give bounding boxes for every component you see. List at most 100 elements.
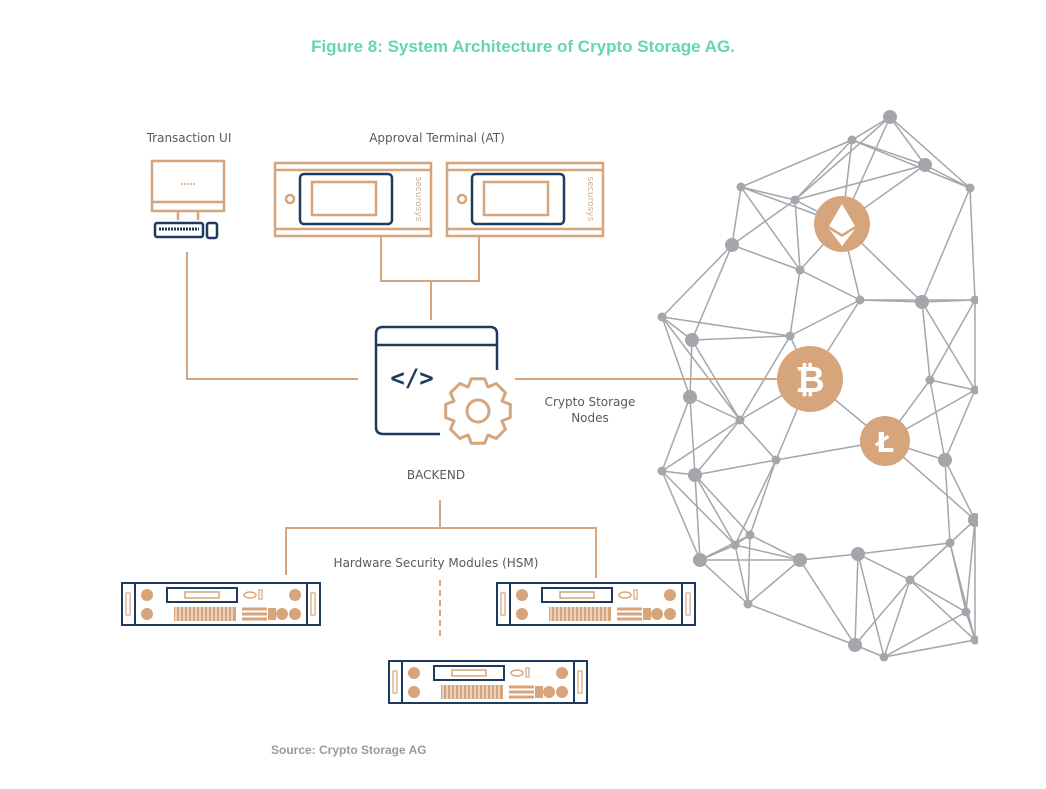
network-node — [657, 312, 667, 322]
network-link — [661, 396, 691, 472]
network-link — [929, 379, 946, 461]
network-node — [693, 553, 707, 567]
network-node — [688, 468, 702, 482]
network-link — [799, 559, 856, 646]
hsm-server-icon — [496, 582, 696, 626]
network-link — [929, 379, 976, 391]
terminal-brand: securosys — [413, 177, 423, 222]
network-node — [736, 182, 746, 192]
network-node — [961, 607, 971, 617]
network-link — [851, 139, 971, 189]
network-link — [857, 553, 911, 581]
source-note: Source: Crypto Storage AG — [271, 743, 427, 757]
network-link — [794, 199, 801, 271]
network-link — [747, 603, 856, 646]
network-node — [883, 110, 897, 124]
network-link — [740, 186, 801, 271]
network-link — [694, 419, 741, 476]
network-link — [747, 534, 751, 605]
network-link — [789, 299, 861, 337]
network-node — [793, 553, 807, 567]
network-node — [847, 135, 857, 145]
network-link — [731, 199, 796, 246]
network-link — [889, 116, 971, 189]
network-link — [857, 553, 885, 658]
network-link — [794, 116, 891, 201]
network-link — [789, 269, 801, 337]
approval-terminal-label: Approval Terminal (AT) — [369, 131, 505, 145]
network-node — [905, 575, 915, 585]
network-link — [731, 244, 801, 271]
network-link — [694, 474, 751, 536]
network-link — [889, 116, 926, 166]
network-link — [949, 542, 976, 641]
figure-title: Figure 8: System Architecture of Crypto … — [311, 37, 735, 56]
network-link — [747, 559, 801, 605]
network-link — [734, 544, 801, 561]
network-link — [794, 139, 853, 201]
network-node — [683, 390, 697, 404]
network-node — [685, 333, 699, 347]
network-node — [970, 635, 978, 645]
litecoin-icon: Ł — [860, 416, 910, 466]
bitcoin-icon: ₿ — [777, 346, 843, 412]
network-link — [661, 244, 733, 318]
network-link — [749, 459, 777, 536]
transaction-ui-label: Transaction UI — [146, 131, 232, 145]
network-link — [740, 139, 853, 188]
network-link — [731, 186, 742, 246]
network-node — [730, 540, 740, 550]
gear-icon — [444, 377, 512, 445]
approval-terminal-icon: securosys — [273, 161, 433, 238]
network-link — [794, 164, 926, 201]
network-node — [771, 455, 781, 465]
network-link — [661, 470, 701, 561]
network-node — [879, 652, 889, 662]
terminal-brand: securosys — [585, 177, 595, 222]
network-node — [945, 538, 955, 548]
transaction-ui-computer-icon — [150, 159, 226, 240]
network-link — [691, 335, 791, 341]
network-node — [938, 453, 952, 467]
network-link — [689, 396, 741, 421]
network-link — [699, 534, 751, 561]
network-link — [734, 459, 777, 546]
network-node — [795, 265, 805, 275]
network-node — [918, 158, 932, 172]
network-link — [854, 553, 859, 646]
network-node — [735, 415, 745, 425]
network-link — [699, 559, 749, 605]
hsm-server-icon — [388, 660, 588, 704]
network-link — [694, 474, 736, 546]
network-link — [921, 187, 971, 303]
network-link — [661, 316, 791, 337]
network-link — [969, 187, 976, 301]
network-node — [970, 295, 978, 305]
network-link — [740, 186, 796, 201]
network-link — [661, 419, 741, 472]
crypto-network-sphere — [657, 110, 978, 662]
network-node — [745, 530, 755, 540]
network-link — [883, 639, 976, 658]
network-link — [689, 339, 693, 398]
network-link — [734, 544, 749, 605]
network-node — [915, 295, 929, 309]
backend-icon: </> — [374, 325, 512, 445]
backend-label: BACKEND — [407, 468, 465, 482]
network-link — [661, 316, 741, 421]
network-link — [661, 316, 691, 398]
network-node — [965, 183, 975, 193]
network-node — [968, 513, 978, 527]
network-link — [694, 474, 701, 561]
ethereum-icon — [814, 196, 870, 252]
network-link — [909, 519, 976, 581]
network-node — [970, 385, 978, 395]
network-node — [657, 466, 667, 476]
network-node — [785, 331, 795, 341]
hsm-server-icon — [121, 582, 321, 626]
network-link — [851, 116, 891, 141]
network-link — [909, 579, 976, 641]
network-link — [691, 244, 733, 341]
network-node — [790, 195, 800, 205]
